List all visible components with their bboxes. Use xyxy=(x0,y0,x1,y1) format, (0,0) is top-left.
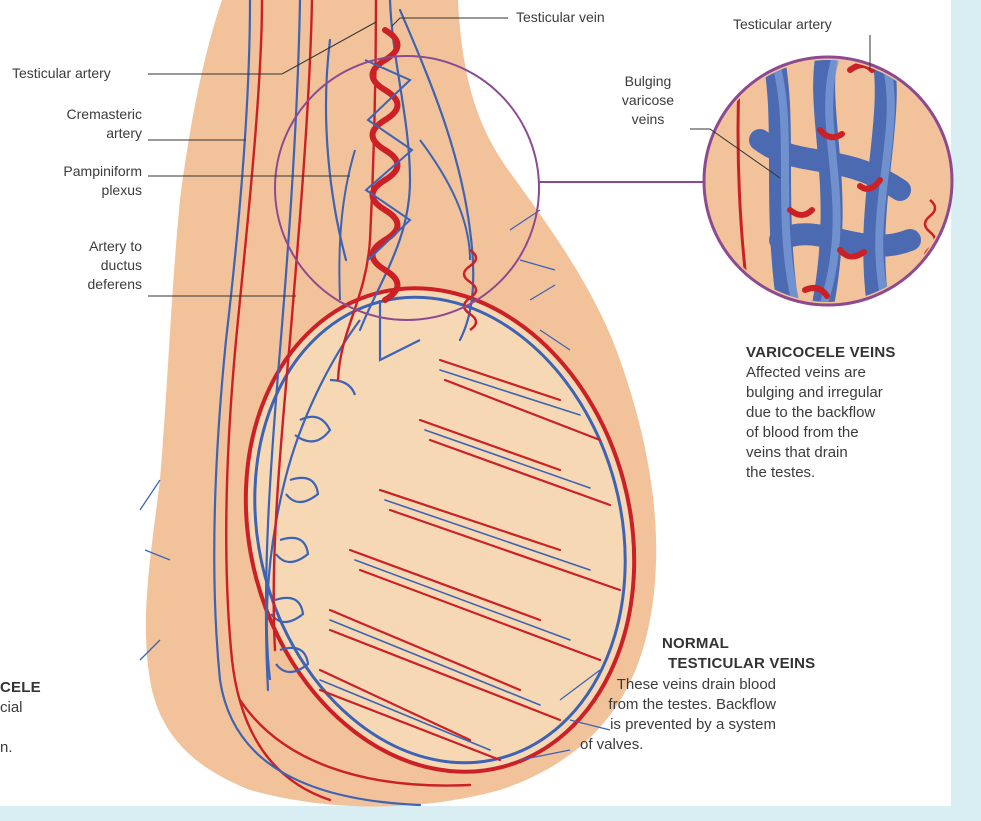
label-bulging-veins: Bulging varicose veins xyxy=(600,72,696,129)
normal-heading-line1: NORMAL xyxy=(608,634,798,654)
label-pampiniform-line1: Pampiniform xyxy=(20,162,142,181)
bottom-strip xyxy=(0,806,981,821)
varicocele-body-line5: veins that drain xyxy=(746,443,896,463)
label-testicular-artery: Testicular artery xyxy=(12,64,111,83)
label-cremasteric-line1: Cremasteric xyxy=(30,105,142,124)
normal-veins-body: These veins drain blood from the testes.… xyxy=(580,675,776,755)
label-artery-ductus-line2: ductus xyxy=(30,256,142,275)
fragment-n: n. xyxy=(0,738,13,758)
normal-body-line2: from the testes. Backflow xyxy=(580,695,776,715)
normal-heading-line2: TESTICULAR VEINS xyxy=(608,654,798,674)
normal-body-line4: of valves. xyxy=(580,735,776,755)
normal-body-line3: is prevented by a system xyxy=(580,715,776,735)
label-inset-testicular-artery: Testicular artery xyxy=(733,15,832,34)
varicocele-body-line1: Affected veins are xyxy=(746,363,896,383)
label-cremasteric-artery: Cremasteric artery xyxy=(30,105,142,143)
label-artery-ductus-line3: deferens xyxy=(30,275,142,294)
varicocele-body-line3: due to the backflow xyxy=(746,403,896,423)
varicocele-body-line6: the testes. xyxy=(746,463,896,483)
normal-body-line1: These veins drain blood xyxy=(580,675,776,695)
varicocele-body-line4: of blood from the xyxy=(746,423,896,443)
label-artery-ductus: Artery to ductus deferens xyxy=(30,237,142,294)
fragment-celle: CELE xyxy=(0,678,41,698)
varicocele-heading: VARICOCELE VEINS xyxy=(746,343,896,363)
label-pampiniform-line2: plexus xyxy=(20,181,142,200)
fragment-cial: cial xyxy=(0,698,23,718)
label-testicular-vein: Testicular vein xyxy=(516,8,605,27)
label-cremasteric-line2: artery xyxy=(30,124,142,143)
normal-veins-heading: NORMAL TESTICULAR VEINS xyxy=(608,634,798,674)
label-bulging-line1: Bulging xyxy=(600,72,696,91)
label-pampiniform-plexus: Pampiniform plexus xyxy=(20,162,142,200)
varicocele-body-line2: bulging and irregular xyxy=(746,383,896,403)
label-bulging-line3: veins xyxy=(600,110,696,129)
label-artery-ductus-line1: Artery to xyxy=(30,237,142,256)
varicocele-veins-block: VARICOCELE VEINS Affected veins are bulg… xyxy=(746,343,896,483)
label-bulging-line2: varicose xyxy=(600,91,696,110)
side-panel xyxy=(951,0,981,821)
